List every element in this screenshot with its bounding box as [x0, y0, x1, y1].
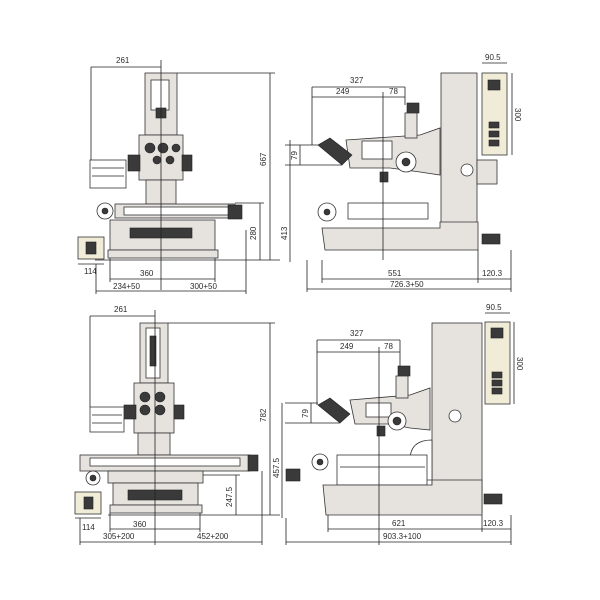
- dim-arm-back: 78: [384, 342, 393, 351]
- dim-stage-height: 280: [249, 226, 258, 240]
- dim-top-width: 261: [114, 305, 128, 314]
- dim-controller-height: 300: [513, 108, 522, 122]
- dim-controller-width: 90.5: [486, 303, 502, 312]
- dim-arm-total: 327: [350, 76, 364, 85]
- dim-accessory-width: 114: [84, 267, 97, 276]
- dim-overall-length: 903.3+100: [383, 532, 422, 541]
- dim-base-width: 360: [133, 520, 147, 529]
- dim-accessory-width: 114: [82, 523, 95, 532]
- panel-bottom-side: 327 249 78 79 457.5 90.5 300 621 120.3 9…: [272, 303, 524, 545]
- dim-height-total: 667: [259, 152, 268, 166]
- dim-right-travel: 300+50: [190, 282, 217, 291]
- dim-arm-total: 327: [350, 329, 364, 338]
- dim-base-length: 621: [392, 519, 406, 528]
- dim-top-width: 261: [116, 56, 130, 65]
- dim-arm-back: 78: [389, 87, 398, 96]
- dim-base-width: 360: [140, 269, 154, 278]
- dim-stage-to-optic: 457.5: [272, 457, 281, 478]
- dim-overall-length: 726.3+50: [390, 280, 424, 289]
- dim-controller-width: 90.5: [485, 53, 501, 62]
- dim-rear-extension: 120.3: [482, 269, 503, 278]
- dim-right-travel: 452+200: [197, 532, 229, 541]
- dim-arm-front: 249: [336, 87, 350, 96]
- dim-height-total: 782: [259, 408, 268, 422]
- dim-stage-height: 247.5: [225, 486, 234, 507]
- dim-eyepiece-height: 79: [301, 409, 310, 418]
- dim-left-travel: 234+50: [113, 282, 140, 291]
- dim-base-length: 551: [388, 269, 402, 278]
- panel-top-front: 261 667 280 114 360 234+50 300+50: [77, 56, 280, 294]
- dim-left-travel: 305+200: [103, 532, 135, 541]
- dim-rear-extension: 120.3: [483, 519, 504, 528]
- dim-controller-height: 300: [515, 357, 524, 371]
- panel-bottom-front: 261 782 247.5 114 360 305+200 452+200: [74, 305, 280, 545]
- dim-stage-to-optic: 413: [280, 226, 289, 240]
- panel-top-side: 327 249 78 79 413 90.5 300 551 120.3 726…: [280, 53, 522, 292]
- dim-arm-front: 249: [340, 342, 354, 351]
- dim-eyepiece-height: 79: [290, 151, 299, 160]
